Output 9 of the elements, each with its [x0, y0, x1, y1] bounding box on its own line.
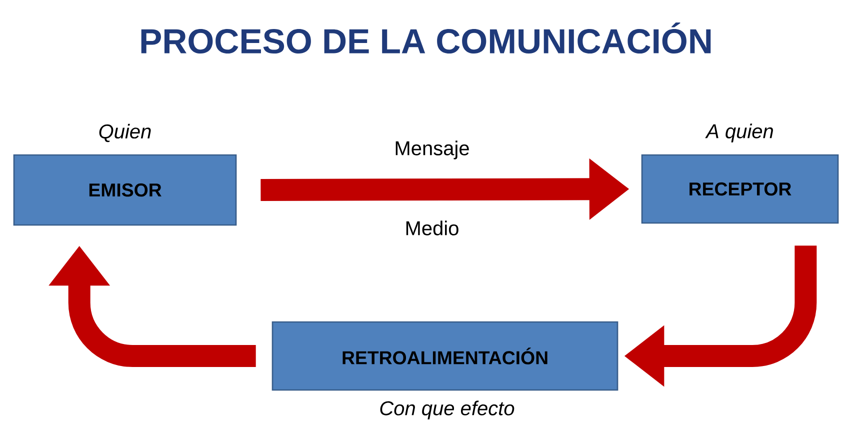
edge-label: Mensaje [396, 140, 469, 160]
node-label: A quien [705, 124, 773, 142]
process-box: RETROALIMENTACIÓN [272, 321, 618, 391]
text-label: Medio [406, 220, 458, 236]
node-label: Con que efecto [380, 400, 514, 420]
process-box: RECEPTOR [641, 154, 839, 224]
node-label: Quien [99, 124, 151, 142]
process-box: EMISOR [13, 154, 237, 226]
title: PROCESO DE LA COMUNICACIÓN [141, 22, 711, 54]
